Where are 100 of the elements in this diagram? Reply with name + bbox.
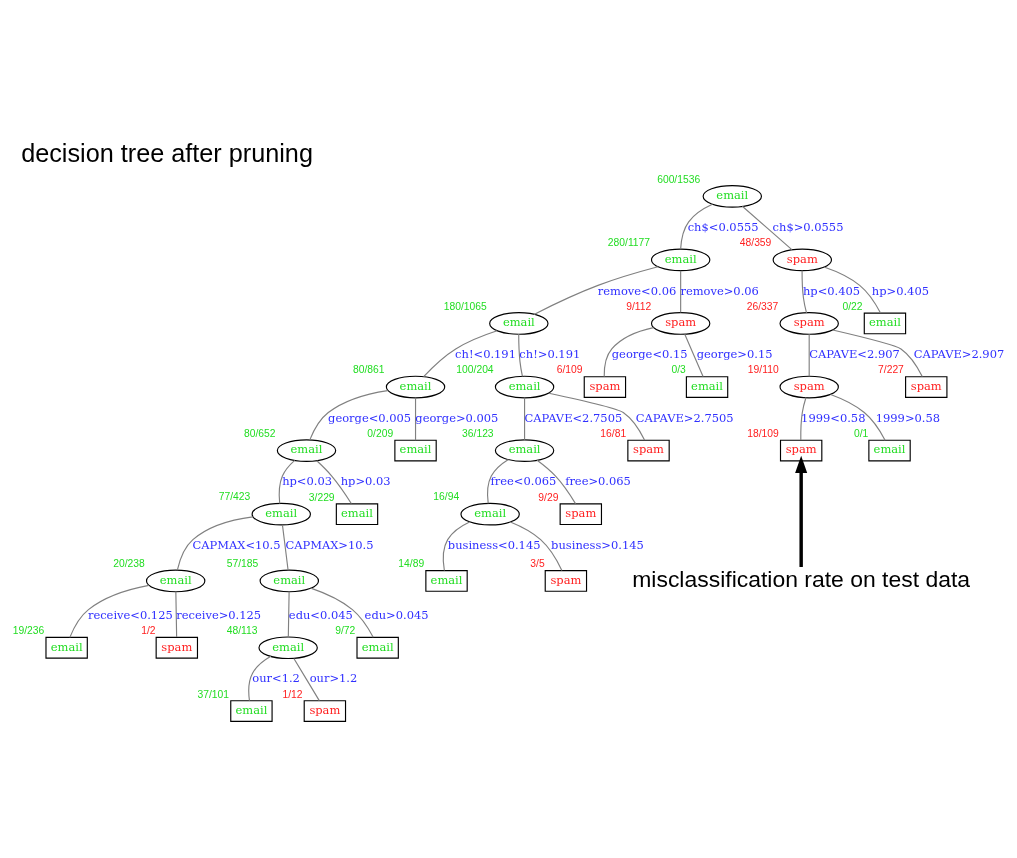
node-ellipse: email bbox=[460, 502, 520, 525]
edge-label: edu<0.045 bbox=[288, 607, 353, 622]
node-label: 36/123 bbox=[462, 427, 494, 439]
edge-label: business<0.145 bbox=[447, 537, 541, 552]
node-text: misclassification rate on test data bbox=[632, 565, 971, 592]
node-ellipse: email bbox=[489, 311, 549, 335]
node-ellipse: spam bbox=[779, 375, 839, 398]
edge-label: free<0.065 bbox=[490, 473, 557, 488]
edge-label: our<1.2 bbox=[252, 670, 300, 685]
node-label: 14/89 bbox=[398, 557, 425, 569]
connector bbox=[293, 657, 320, 701]
connector bbox=[548, 392, 646, 441]
connector bbox=[800, 396, 807, 441]
edge-label: 1999>0.58 bbox=[875, 410, 941, 425]
node-label: 20/238 bbox=[113, 557, 145, 569]
edge-label: hp<0.405 bbox=[802, 283, 861, 298]
node-label: 9/112 bbox=[626, 300, 652, 312]
node-label: 3/229 bbox=[308, 491, 335, 503]
node-ellipse: email bbox=[494, 375, 555, 398]
connector bbox=[309, 389, 389, 440]
edge-label: remove<0.06 bbox=[597, 283, 677, 298]
node-box: spam bbox=[583, 375, 627, 398]
edge-label: 1999<0.58 bbox=[801, 410, 866, 425]
connector bbox=[603, 326, 655, 377]
node-label: 9/72 bbox=[335, 624, 356, 636]
node-label: 7/227 bbox=[878, 363, 904, 375]
node-label: 0/3 bbox=[671, 363, 686, 375]
node-box: spam bbox=[155, 636, 199, 659]
node-label: 280/1177 bbox=[607, 236, 651, 248]
edge-label: our>1.2 bbox=[309, 670, 358, 685]
edge-label: CAPAVE<2.907 bbox=[809, 346, 900, 361]
node-box: spam bbox=[559, 502, 603, 525]
node-label: 3/5 bbox=[530, 557, 545, 569]
connector bbox=[684, 333, 704, 377]
edge-label: ch!>0.191 bbox=[519, 346, 581, 361]
node-label: 0/22 bbox=[842, 300, 863, 312]
node-label: 0/209 bbox=[367, 427, 394, 439]
connector bbox=[287, 590, 290, 638]
edge-label: CAPAVE>2.7505 bbox=[635, 410, 734, 425]
connector bbox=[524, 396, 526, 440]
connector bbox=[423, 329, 498, 377]
node-ellipse: email bbox=[385, 375, 446, 398]
node-label: 77/423 bbox=[218, 490, 251, 502]
edge-label: CAPAVE>2.907 bbox=[913, 346, 1005, 361]
edge-label: hp<0.03 bbox=[282, 473, 333, 488]
connector bbox=[533, 265, 659, 315]
edge-label: receive<0.125 bbox=[87, 607, 173, 622]
node-label: 1/12 bbox=[282, 688, 303, 700]
node-label: 80/652 bbox=[244, 427, 276, 439]
edge-label: george<0.005 bbox=[328, 410, 412, 425]
connector bbox=[680, 269, 682, 313]
node-ellipse: email bbox=[650, 248, 711, 271]
node-ellipse: email bbox=[258, 635, 318, 659]
node-box: email bbox=[868, 439, 911, 461]
connector bbox=[832, 328, 923, 377]
edge-label: george>0.15 bbox=[696, 346, 773, 361]
node-box: email bbox=[685, 375, 729, 398]
edge-label: CAPMAX>10.5 bbox=[285, 537, 374, 552]
node-label: 9/29 bbox=[538, 491, 559, 503]
edge-label: edu>0.045 bbox=[364, 607, 429, 622]
connector bbox=[823, 265, 882, 314]
connector bbox=[680, 203, 713, 250]
node-label: 57/185 bbox=[226, 557, 259, 569]
edge-label: receive>0.125 bbox=[176, 607, 262, 622]
connector bbox=[442, 520, 471, 571]
node-box: email bbox=[356, 636, 399, 659]
node-box: email bbox=[863, 312, 907, 334]
connector bbox=[536, 459, 577, 504]
edge-label: hp>0.405 bbox=[871, 283, 930, 298]
edge-label: ch$>0.0555 bbox=[772, 219, 844, 234]
connector bbox=[310, 587, 374, 638]
node-box: email bbox=[230, 699, 273, 722]
connector bbox=[808, 333, 810, 377]
edge-label: ch!<0.191 bbox=[455, 346, 516, 361]
edge-label: CAPAVE<2.7505 bbox=[524, 410, 623, 425]
node-label: 180/1065 bbox=[443, 300, 487, 312]
node-label: 19/110 bbox=[747, 363, 779, 375]
node-label: 48/113 bbox=[226, 624, 258, 636]
edge-label: business>0.145 bbox=[551, 537, 644, 552]
node-label: 48/359 bbox=[739, 236, 772, 248]
node-ellipse: spam bbox=[779, 311, 839, 335]
connector bbox=[801, 269, 808, 313]
edge-label: george<0.15 bbox=[611, 346, 688, 361]
edge-label: george>0.005 bbox=[415, 410, 499, 425]
node-box: email bbox=[425, 569, 468, 592]
edge-label: free>0.065 bbox=[565, 473, 631, 488]
connector bbox=[248, 655, 272, 701]
connector bbox=[176, 515, 254, 571]
node-label: 26/337 bbox=[746, 300, 779, 312]
node-box: spam bbox=[627, 439, 670, 461]
connector bbox=[741, 205, 793, 250]
node-ellipse: email bbox=[251, 502, 311, 525]
node-box: email bbox=[335, 502, 379, 525]
connector bbox=[175, 590, 178, 638]
node-ellipse: email bbox=[145, 569, 206, 592]
connector bbox=[281, 523, 289, 571]
node-box: email bbox=[394, 439, 437, 461]
node-ellipse: spam bbox=[650, 311, 711, 335]
connector bbox=[278, 459, 296, 504]
node-label: 80/861 bbox=[353, 363, 385, 375]
